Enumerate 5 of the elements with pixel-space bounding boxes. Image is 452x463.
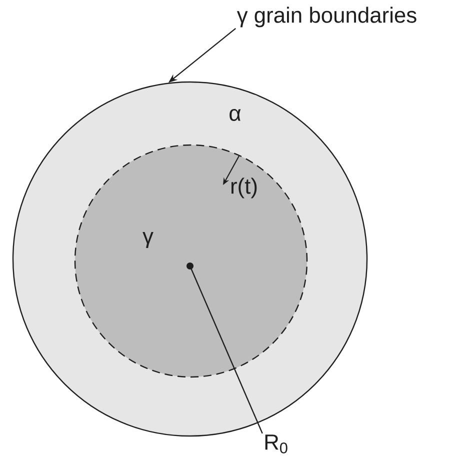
dimension-label: r(t) <box>231 178 257 198</box>
callout-text: γ grain boundaries <box>236 6 416 28</box>
center-dot <box>186 262 194 270</box>
radius-line <box>189 266 263 434</box>
radius-label: R$_{0}$ <box>265 434 288 454</box>
